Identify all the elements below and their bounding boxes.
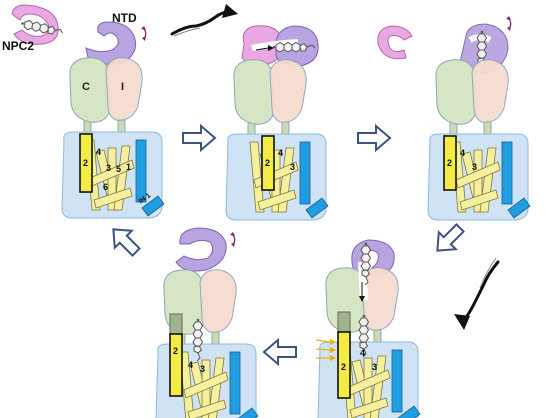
ntd-domain bbox=[175, 227, 227, 272]
helix-label-3: 3 bbox=[200, 364, 205, 374]
panel-step-1: NPC2 NTD C I 2 4 3 5 1 6 IH 1 bbox=[2, 4, 165, 219]
step-arrow-5-1 bbox=[103, 219, 146, 262]
transfer-arrow-bottom bbox=[454, 257, 500, 330]
helix-label-3: 3 bbox=[290, 162, 295, 172]
helix-label-4: 4 bbox=[278, 148, 283, 158]
step-arrow-4-5 bbox=[263, 339, 297, 365]
c-domain-label: C bbox=[82, 81, 90, 93]
panel-step-3: 2 4 3 bbox=[377, 15, 531, 221]
helix-label-3: 3 bbox=[372, 362, 377, 372]
npc2-protein bbox=[11, 4, 65, 45]
panel-step-4: 2 4 3 bbox=[315, 239, 421, 418]
helix-label-4: 4 bbox=[360, 348, 365, 358]
helix-label-6: 6 bbox=[103, 182, 108, 192]
helix-label-3: 3 bbox=[472, 162, 477, 172]
helix-2 bbox=[79, 133, 93, 193]
ntd-label: NTD bbox=[112, 11, 137, 25]
helix-label-2: 2 bbox=[83, 158, 88, 168]
helix-2-upper bbox=[169, 313, 183, 335]
step-arrow-1-2 bbox=[182, 125, 216, 151]
helix-2 bbox=[337, 331, 351, 399]
helix-label-1: 1 bbox=[126, 162, 131, 172]
transporter-body bbox=[225, 59, 329, 221]
rotation-icon bbox=[140, 25, 147, 42]
i-domain-label: I bbox=[121, 81, 124, 93]
rotation-icon bbox=[229, 231, 236, 248]
npc2-label: NPC2 bbox=[2, 39, 34, 53]
step-arrow-3-4 bbox=[427, 218, 470, 261]
panel-step-5: 2 4 3 bbox=[155, 227, 259, 418]
transfer-arrow-top bbox=[170, 4, 238, 37]
helix-label-2: 2 bbox=[341, 362, 346, 372]
helix-label-5: 5 bbox=[116, 164, 121, 174]
helix-label-4: 4 bbox=[188, 360, 193, 370]
rotation-icon bbox=[505, 15, 512, 32]
helix-label-2: 2 bbox=[265, 158, 270, 168]
helix-2 bbox=[169, 333, 183, 397]
helix-label-4: 4 bbox=[96, 147, 101, 157]
helix-2 bbox=[443, 135, 457, 191]
helix-label-4: 4 bbox=[460, 148, 465, 158]
helix-label-2: 2 bbox=[173, 346, 178, 356]
helix-2 bbox=[261, 135, 275, 191]
helix-label-2: 2 bbox=[447, 158, 452, 168]
helix-label-3: 3 bbox=[106, 163, 111, 173]
npc2-protein-empty bbox=[377, 25, 413, 60]
helix-2-upper bbox=[337, 311, 351, 333]
step-arrow-2-3 bbox=[357, 125, 391, 151]
force-arrows bbox=[315, 339, 336, 361]
panel-step-2: 2 4 3 bbox=[225, 25, 329, 221]
